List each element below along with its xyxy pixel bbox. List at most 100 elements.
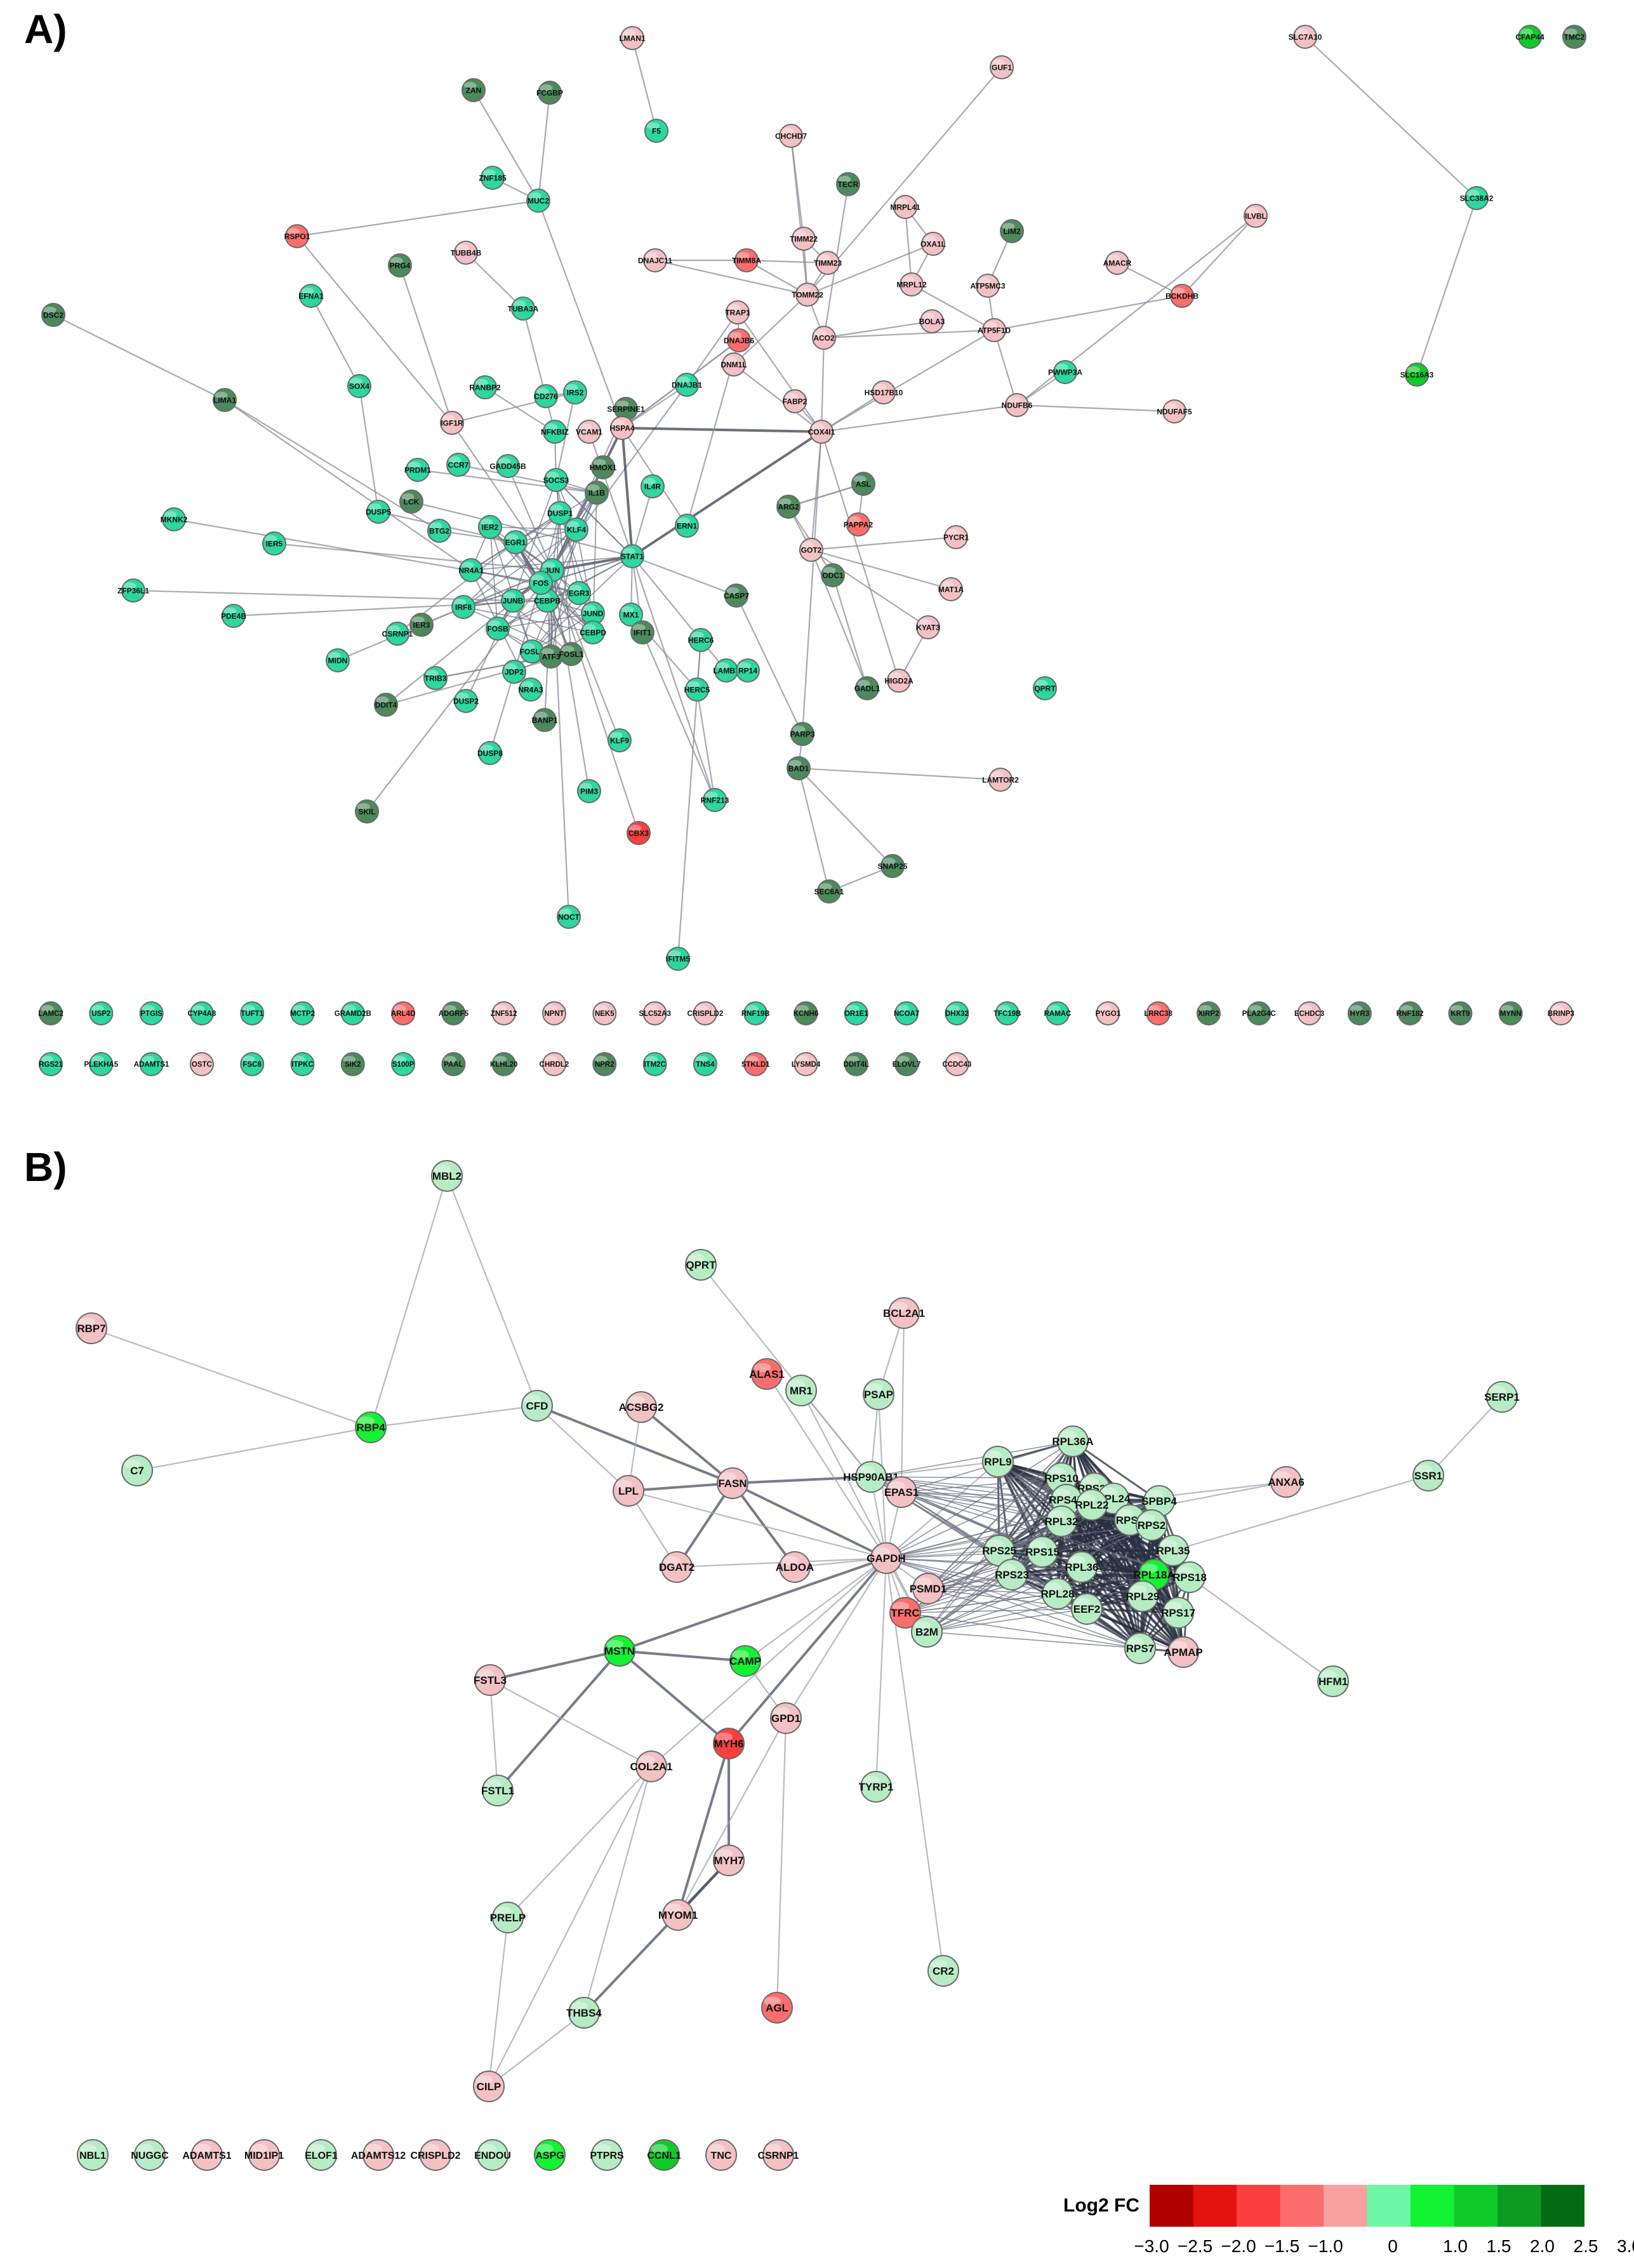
a-node-cebpd[interactable]: CEBPD (580, 620, 606, 644)
b-single-node-ptprs[interactable]: PTPRS (590, 2139, 624, 2171)
a-single-node-kcnh6[interactable]: KCNH6 (794, 1001, 819, 1025)
a-node-tomm22[interactable]: TOMM22 (792, 283, 823, 307)
a-node-mrpl12[interactable]: MRPL12 (896, 272, 927, 297)
b-node-myom1[interactable]: MYOM1 (658, 1899, 698, 1931)
b-node-tfrc[interactable]: TFRC (889, 1597, 921, 1629)
a-single-node-crispld2[interactable]: CRISPLD2 (687, 1001, 723, 1025)
b-node-anxa6[interactable]: ANXA6 (1268, 1466, 1305, 1498)
a-single-node-ostc[interactable]: OSTC (189, 1052, 214, 1076)
b-node-rpl28[interactable]: RPL28 (1041, 1578, 1075, 1610)
a-node-bckdhb[interactable]: BCKDHB (1166, 284, 1199, 308)
b-node-alas1[interactable]: ALAS1 (749, 1358, 785, 1390)
b-node-myh6[interactable]: MYH6 (713, 1728, 745, 1759)
a-single-node-tfc19b[interactable]: TFC19B (993, 1001, 1021, 1025)
b-single-node-tnc[interactable]: TNC (705, 2139, 737, 2171)
a-single-node-gramd2b[interactable]: GRAMD2B (335, 1001, 371, 1025)
a-node-dnajc11[interactable]: DNAJC11 (638, 248, 672, 272)
a-single-node-ncoa7[interactable]: NCOA7 (894, 1001, 919, 1025)
a-node-ccr7[interactable]: CCR7 (446, 453, 470, 477)
b-node-ssr1[interactable]: SSR1 (1412, 1460, 1444, 1491)
b-node-cilp[interactable]: CILP (473, 2071, 505, 2102)
a-node-f5[interactable]: F5 (644, 119, 668, 143)
a-node-ifit1[interactable]: IFIT1 (630, 620, 654, 644)
a-node-trib3[interactable]: TRIB3 (423, 666, 448, 690)
a-node-kyat3[interactable]: KYAT3 (916, 615, 940, 639)
a-node-ndufaf5[interactable]: NDUFAF5 (1157, 399, 1192, 424)
b-node-cfd[interactable]: CFD (521, 1390, 553, 1422)
a-node-btg2[interactable]: BTG2 (427, 519, 451, 543)
a-node-higd2a[interactable]: HIGD2A (884, 669, 913, 693)
a-single-node-klhl20[interactable]: KLHL20 (490, 1052, 517, 1076)
a-node-pde4b[interactable]: PDE4B (221, 604, 246, 628)
a-node-dnm1l[interactable]: DNM1L (721, 352, 747, 377)
a-node-herc6[interactable]: HERC6 (688, 628, 714, 652)
a-node-aco2[interactable]: ACO2 (812, 326, 836, 350)
a-node-mat1a[interactable]: MAT1A (938, 577, 964, 601)
a-node-lck[interactable]: LCK (399, 490, 423, 514)
a-node-fosl2[interactable]: FOSL2 (520, 639, 545, 664)
a-node-skil[interactable]: SKIL (355, 799, 379, 824)
a-node-bad1[interactable]: BAD1 (787, 756, 811, 780)
b-single-node-endou[interactable]: ENDOU (474, 2139, 511, 2171)
a-node-pappa2[interactable]: PAPPA2 (844, 512, 873, 537)
a-single-node-brinp3[interactable]: BRINP3 (1548, 1001, 1574, 1025)
a-node-socs3[interactable]: SOCS3 (543, 468, 569, 492)
a-node-slc7a10[interactable]: SLC7A10 (1289, 25, 1322, 49)
a-node-tmc2[interactable]: TMC2 (1562, 25, 1586, 49)
a-node-cebpb[interactable]: CEBPB (534, 589, 561, 613)
a-node-lman1[interactable]: LMAN1 (619, 26, 646, 50)
b-node-rps2[interactable]: RPS2 (1136, 1509, 1167, 1541)
a-node-fos[interactable]: FOS (529, 571, 553, 595)
b-node-mstn[interactable]: MSTN (604, 1635, 635, 1667)
a-node-lima1[interactable]: LIMA1 (213, 388, 237, 412)
b-node-psap[interactable]: PSAP (863, 1378, 894, 1410)
b-node-rpl35[interactable]: RPL35 (1157, 1535, 1190, 1566)
b-node-thbs4[interactable]: THBS4 (566, 1997, 602, 2029)
a-node-dusp8[interactable]: DUSP8 (477, 741, 503, 765)
a-node-tuba3a[interactable]: TUBA3A (508, 297, 539, 321)
a-single-node-adamts1[interactable]: ADAMTS1 (134, 1052, 169, 1076)
a-node-dusp5[interactable]: DUSP5 (366, 500, 391, 524)
b-node-fstl1[interactable]: FSTL1 (481, 1775, 514, 1806)
a-node-rp14[interactable]: RP14 (736, 658, 760, 683)
a-node-nfkbiz[interactable]: NFKBIZ (541, 420, 569, 444)
a-node-nr4a1[interactable]: NR4A1 (458, 558, 484, 582)
b-single-node-adamts12[interactable]: ADAMTS12 (351, 2139, 406, 2171)
a-node-ier3[interactable]: IER3 (409, 613, 434, 637)
a-single-node-lysmd4[interactable]: LYSMD4 (792, 1052, 821, 1076)
b-node-rps18[interactable]: RPS18 (1172, 1561, 1207, 1593)
a-node-midn[interactable]: MIDN (326, 648, 350, 672)
a-node-cfap44[interactable]: CFAP44 (1515, 25, 1544, 49)
a-node-pim3[interactable]: PIM3 (577, 779, 601, 803)
b-node-rpl36a[interactable]: RPL36A (1052, 1425, 1094, 1457)
b-node-rpl29[interactable]: RPL29 (1126, 1580, 1160, 1612)
a-node-atp5f1d[interactable]: ATP5F1D (978, 318, 1011, 342)
a-node-gadd45b[interactable]: GADD45B (489, 454, 526, 478)
a-node-ilvbl[interactable]: ILVBL (1244, 204, 1268, 228)
a-node-tubb4b[interactable]: TUBB4B (451, 241, 482, 265)
a-node-guf1[interactable]: GUF1 (990, 55, 1014, 79)
a-node-irf8[interactable]: IRF8 (451, 595, 475, 619)
b-node-dgat2[interactable]: DGAT2 (659, 1551, 694, 1583)
a-node-atp5mc3[interactable]: ATP5MC3 (970, 274, 1006, 298)
b-node-rps23[interactable]: RPS23 (995, 1559, 1029, 1591)
b-node-myh7[interactable]: MYH7 (713, 1844, 745, 1876)
b-node-rps25[interactable]: RPS25 (982, 1535, 1016, 1566)
b-single-node-crispld2[interactable]: CRISPLD2 (410, 2139, 461, 2171)
a-single-node-xirp2[interactable]: XIRP2 (1196, 1001, 1221, 1025)
a-single-node-itpkc[interactable]: ITPKC (290, 1052, 315, 1076)
a-single-node-chrdl2[interactable]: CHRDL2 (540, 1052, 569, 1076)
a-node-pwwp3a[interactable]: PWWP3A (1048, 360, 1082, 384)
a-node-sec6a1[interactable]: SEC6A1 (814, 879, 844, 904)
a-node-trap1[interactable]: TRAP1 (725, 300, 750, 324)
a-node-hsd17b10[interactable]: HSD17B10 (865, 380, 903, 404)
a-node-slc16a3[interactable]: SLC16A3 (1400, 363, 1434, 387)
a-single-node-rnf182[interactable]: RNF182 (1397, 1001, 1424, 1025)
a-node-il4r[interactable]: IL4R (641, 474, 665, 498)
a-node-odc1[interactable]: ODC1 (821, 563, 845, 587)
b-single-node-mid1ip1[interactable]: MID1IP1 (244, 2139, 284, 2171)
a-node-zfp36l1[interactable]: ZFP36L1 (117, 578, 149, 603)
a-node-prdm1[interactable]: PRDM1 (404, 458, 431, 482)
a-node-got2[interactable]: GOT2 (799, 538, 823, 562)
a-node-sox4[interactable]: SOX4 (347, 374, 371, 398)
